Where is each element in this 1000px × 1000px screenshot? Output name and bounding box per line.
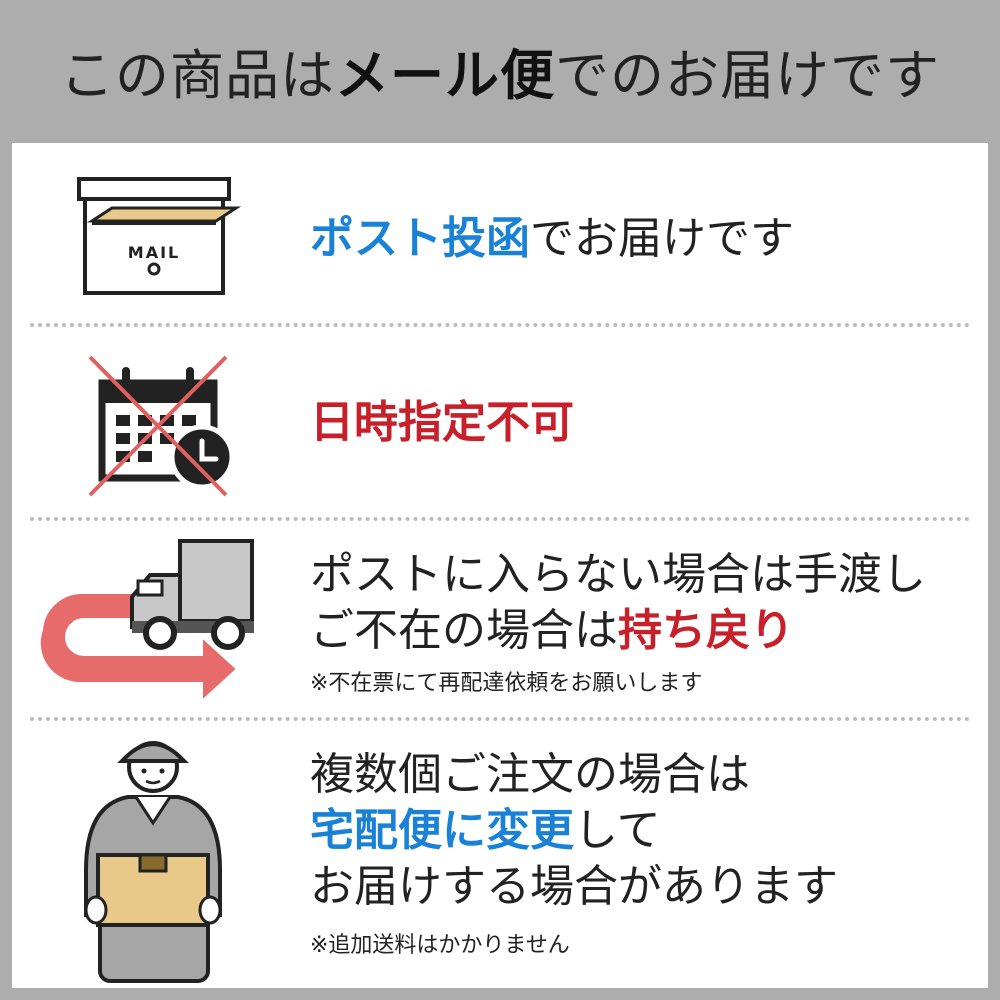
row2-text: 日時指定不可 <box>310 395 574 451</box>
row4-line2-post: して <box>574 805 661 856</box>
title-post: でのお届けです <box>555 43 940 107</box>
divider <box>30 517 970 521</box>
row3-line2-pre: ご不在の場合は <box>310 605 618 656</box>
row1-highlight: ポスト投函 <box>310 213 530 264</box>
row4-line1: 複数個ご注文の場合は <box>310 749 750 800</box>
row3-note: ※不在票にて再配達依頼をお願いします <box>310 671 703 696</box>
row3-line1: ポストに入らない場合は手渡し <box>310 549 926 600</box>
delivery-person-icon <box>78 735 228 985</box>
divider <box>30 717 970 721</box>
row3-line2: ご不在の場合は持ち戻り <box>310 603 794 659</box>
title-pre: この商品は <box>60 43 335 107</box>
row4-line3: お届けする場合があります <box>310 861 838 912</box>
row2-highlight: 日時指定不可 <box>310 397 574 448</box>
truck-return-icon <box>32 535 262 707</box>
info-panel: MAIL ポスト投函でお届けです 日時指定不可 <box>12 143 988 988</box>
row4-highlight: 宅配便に変更 <box>310 805 574 856</box>
page-title: この商品はメール便でのお届けです <box>60 31 940 110</box>
mailbox-icon: MAIL <box>74 175 244 297</box>
row1-text: ポスト投函でお届けです <box>310 211 794 267</box>
row4-note: ※追加送料はかかりません <box>310 933 570 958</box>
row1-rest: でお届けです <box>530 213 794 264</box>
header: この商品はメール便でのお届けです <box>0 0 1000 140</box>
calendar-crossed-icon <box>80 353 240 503</box>
title-bold: メール便 <box>335 43 555 107</box>
row4-line2: 宅配便に変更して <box>310 803 661 859</box>
mailbox-label: MAIL <box>127 243 181 262</box>
divider <box>30 323 970 327</box>
row3-highlight: 持ち戻り <box>618 605 794 656</box>
